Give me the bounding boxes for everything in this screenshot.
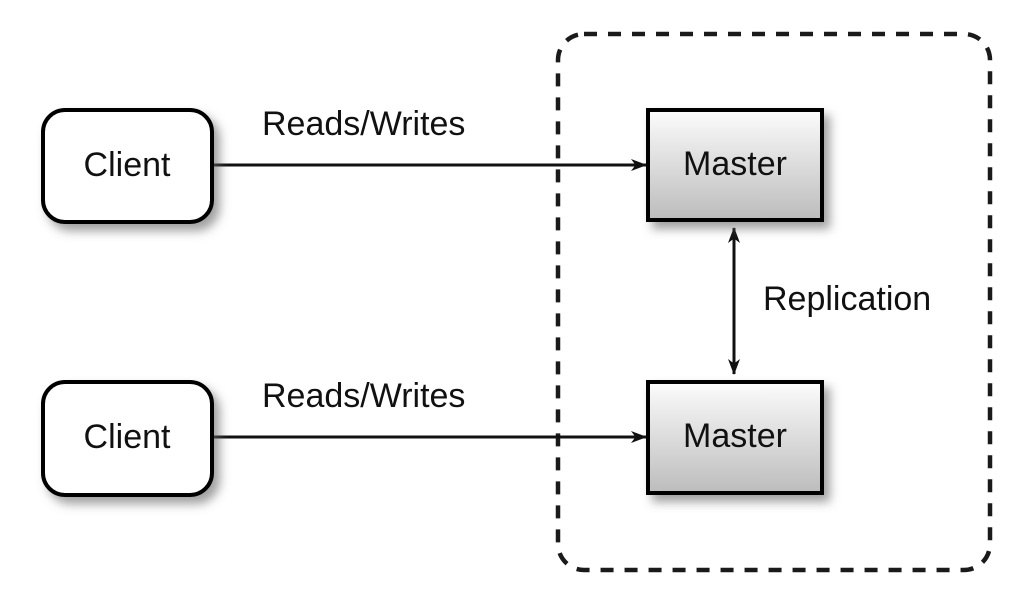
master-bottom-label: Master [683,417,787,455]
node-master-bottom[interactable] [646,380,824,495]
node-client-top[interactable] [41,108,214,224]
node-master-top[interactable] [646,108,824,222]
edge-replication: Replication [728,227,931,375]
master-top-label: Master [683,145,787,183]
edge-label-reads-writes-bottom: Reads/Writes [262,377,465,415]
client-bottom-label: Client [84,418,171,456]
client-top-label: Client [84,146,171,184]
edge-reads-writes-top: Reads/Writes [212,105,647,171]
client-bottom-shape[interactable] [41,380,214,497]
cluster-boundary [555,31,993,573]
edge-reads-writes-bottom: Reads/Writes [212,377,647,443]
client-top-shape[interactable] [41,108,214,224]
edge-label-reads-writes-top: Reads/Writes [262,105,465,143]
master-bottom-shape[interactable] [646,380,824,495]
master-top-shape[interactable] [646,108,824,222]
edge-label-replication: Replication [763,280,931,318]
node-client-bottom[interactable] [41,380,214,497]
